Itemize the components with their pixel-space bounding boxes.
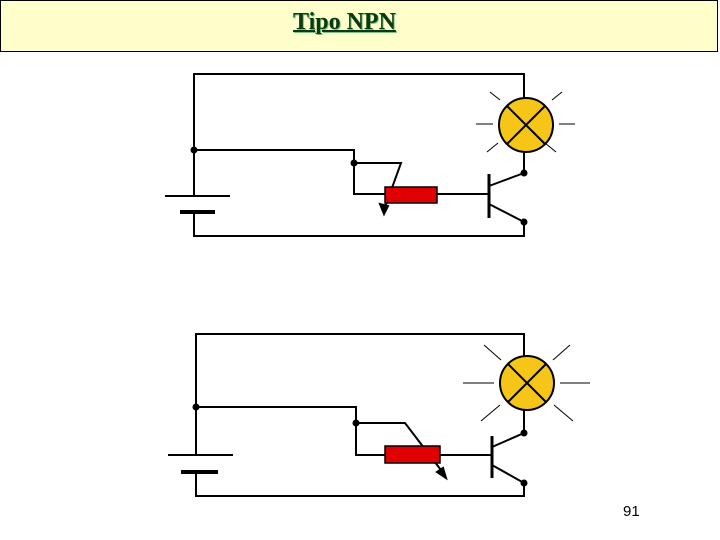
page-title: Tipo NPN — [293, 9, 396, 35]
npn-circuit-top — [165, 73, 575, 237]
wire-top-outer — [193, 73, 525, 150]
transistor-top-collector — [488, 172, 525, 187]
variable-resistor-top — [384, 186, 438, 204]
transistor-bottom-collector — [491, 432, 525, 448]
lamp-bottom-rays — [463, 344, 590, 422]
wire-top-base — [194, 149, 385, 195]
lamp-bottom-cross — [507, 363, 547, 403]
transistor-top-emitter — [488, 203, 525, 223]
lamp-top-cross — [506, 105, 546, 145]
transistor-bottom-emitter — [491, 464, 525, 484]
variable-resistor-bottom-arrow — [435, 466, 448, 481]
junction-dot — [190, 146, 198, 154]
wire-bottom-outer — [195, 333, 525, 407]
npn-circuit-bottom — [168, 333, 590, 497]
junction-dot — [192, 403, 200, 411]
variable-resistor-top-arrow — [378, 202, 390, 217]
page-number: 91 — [623, 503, 640, 520]
title-banner: Tipo NPN — [0, 0, 718, 52]
wire-bottom-bottom — [195, 472, 525, 497]
wire-top-bottom — [193, 212, 525, 237]
variable-resistor-bottom — [384, 445, 441, 464]
wire-bottom-base — [196, 406, 385, 456]
lamp-top-rays — [476, 91, 575, 153]
